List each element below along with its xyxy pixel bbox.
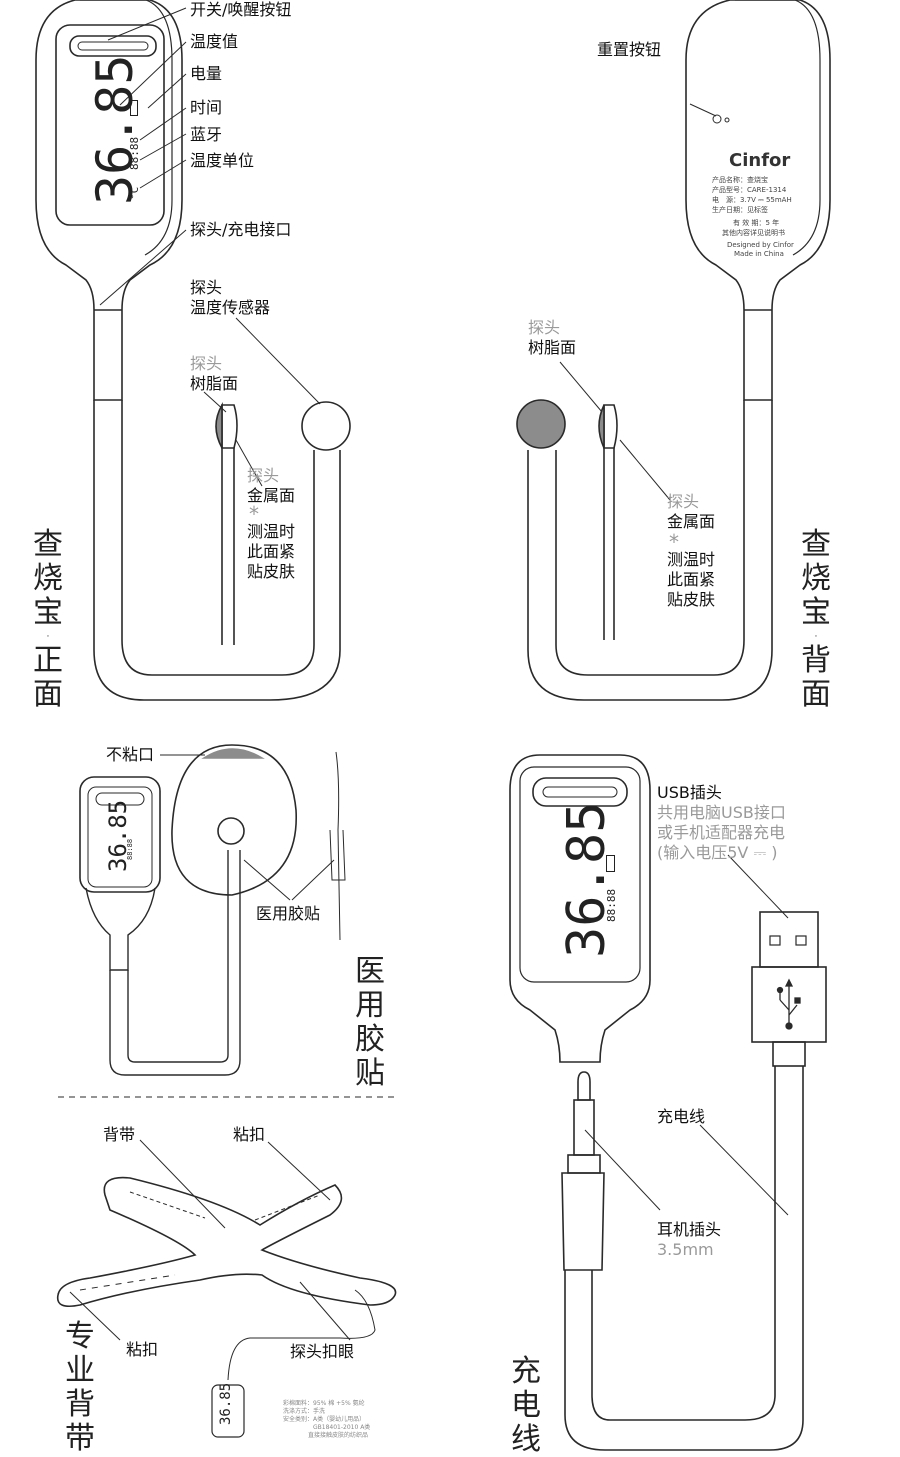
- label-back-resin: 树脂面: [528, 338, 577, 357]
- label-time: 时间: [190, 98, 223, 117]
- label-battery: 电量: [190, 64, 223, 83]
- back-spec-line-4: 生产日期：见标签: [712, 206, 768, 214]
- fabric-line-1: 彩棉面料：95% 棉 +5% 氨纶: [283, 1400, 365, 1407]
- label-non-stick: 不粘口: [106, 745, 155, 764]
- back-spec-line-5: 有 效 期：5 年: [733, 219, 780, 227]
- back-device: [516, 0, 831, 701]
- front-title: 查 烧 宝 · 正 面: [33, 527, 63, 712]
- label-front-resin-gray: 探头: [190, 354, 223, 373]
- patch-lcd-time: 88:88: [126, 838, 134, 860]
- battery-icon: [130, 100, 138, 116]
- label-bluetooth: 蓝牙: [190, 125, 223, 144]
- strap-title: 专 业 背 带: [65, 1319, 95, 1456]
- front-lcd-temp: 36.85: [86, 54, 144, 205]
- label-probe-port: 探头/充电接口: [190, 220, 292, 239]
- label-probe-sensor-line2: 温度传感器: [190, 298, 271, 317]
- label-jack: 耳机插头: [657, 1220, 722, 1239]
- back-title: 查 烧 宝 · 背 面: [801, 527, 831, 712]
- brand-logo: Cinfor: [729, 150, 791, 171]
- label-usb-plug: USB插头: [657, 783, 722, 802]
- charger-lcd-time: 88:88: [605, 888, 618, 922]
- fabric-line-3: 安全类别：A类（婴幼儿用品）: [283, 1416, 366, 1423]
- label-front-skin-2: 此面紧: [247, 542, 296, 561]
- strap: [56, 1139, 397, 1438]
- label-probe-sensor-line1: 探头: [190, 278, 223, 297]
- fabric-line-5: 直接接触皮肤的纺织品: [308, 1432, 369, 1439]
- front-lcd-unit: °C: [128, 186, 141, 200]
- label-clasp-top: 粘扣: [233, 1125, 266, 1144]
- label-back-skin-1: 测温时: [667, 550, 716, 569]
- patch-device: [79, 744, 346, 1076]
- back-spec-line-8: Made in China: [734, 250, 784, 258]
- label-reset-button: 重置按钮: [597, 40, 662, 59]
- label-back-star: *: [669, 530, 679, 554]
- label-medical-patch: 医用胶贴: [256, 904, 321, 923]
- charger: [509, 754, 827, 1451]
- charger-title: 充 电 线: [511, 1354, 541, 1457]
- label-front-star: *: [249, 502, 259, 526]
- front-lcd-time: 88:88: [128, 136, 141, 170]
- label-back-skin-3: 贴皮肤: [667, 590, 716, 609]
- label-clasp-bottom: 粘扣: [126, 1340, 159, 1359]
- patch-title: 医 用 胶 贴: [355, 954, 385, 1091]
- strap-lcd-temp: 36.85: [218, 1382, 234, 1425]
- back-spec-line-1: 产品名称：查烧宝: [712, 176, 768, 184]
- charger-lcd-temp: 36.85: [557, 801, 617, 958]
- label-cable: 充电线: [657, 1107, 706, 1126]
- label-front-resin: 树脂面: [190, 374, 239, 393]
- front-device: [35, 0, 351, 701]
- patch-lcd-temp: 36.85: [104, 799, 132, 872]
- label-back-resin-gray: 探头: [528, 318, 561, 337]
- back-spec-line-2: 产品型号：CARE-1314: [712, 186, 787, 194]
- label-jack-size: 3.5mm: [657, 1240, 714, 1259]
- fabric-line-4: GB18401-2010 A类: [313, 1424, 371, 1431]
- back-spec-line-3: 电 源：3.7V ⎓ 55mAH: [712, 196, 792, 204]
- label-usb-desc-3: (输入电压5V ⎓ ): [657, 843, 778, 862]
- charger-battery-icon: [606, 855, 615, 872]
- label-temp-unit: 温度单位: [190, 151, 255, 170]
- label-front-skin-1: 测温时: [247, 522, 296, 541]
- back-spec-line-6: 其他内容详见说明书: [722, 229, 785, 237]
- label-temperature-value: 温度值: [190, 32, 239, 51]
- label-usb-desc-1: 共用电脑USB接口: [657, 803, 786, 822]
- label-back-metal: 金属面: [667, 512, 716, 531]
- label-back-skin-2: 此面紧: [667, 570, 716, 589]
- label-probe-eyelet: 探头扣眼: [290, 1342, 355, 1361]
- label-front-metal: 金属面: [247, 486, 296, 505]
- back-spec-line-7: Designed by Cinfor: [727, 241, 794, 249]
- fabric-line-2: 洗涤方式：手洗: [283, 1408, 326, 1415]
- label-power-button: 开关/唤醒按钮: [190, 0, 292, 19]
- label-front-metal-gray: 探头: [247, 466, 280, 485]
- label-strap: 背带: [103, 1125, 136, 1144]
- label-back-metal-gray: 探头: [667, 492, 700, 511]
- label-usb-desc-2: 或手机适配器充电: [657, 823, 786, 842]
- label-front-skin-3: 贴皮肤: [247, 562, 296, 581]
- usb-symbol-icon: [776, 978, 801, 1030]
